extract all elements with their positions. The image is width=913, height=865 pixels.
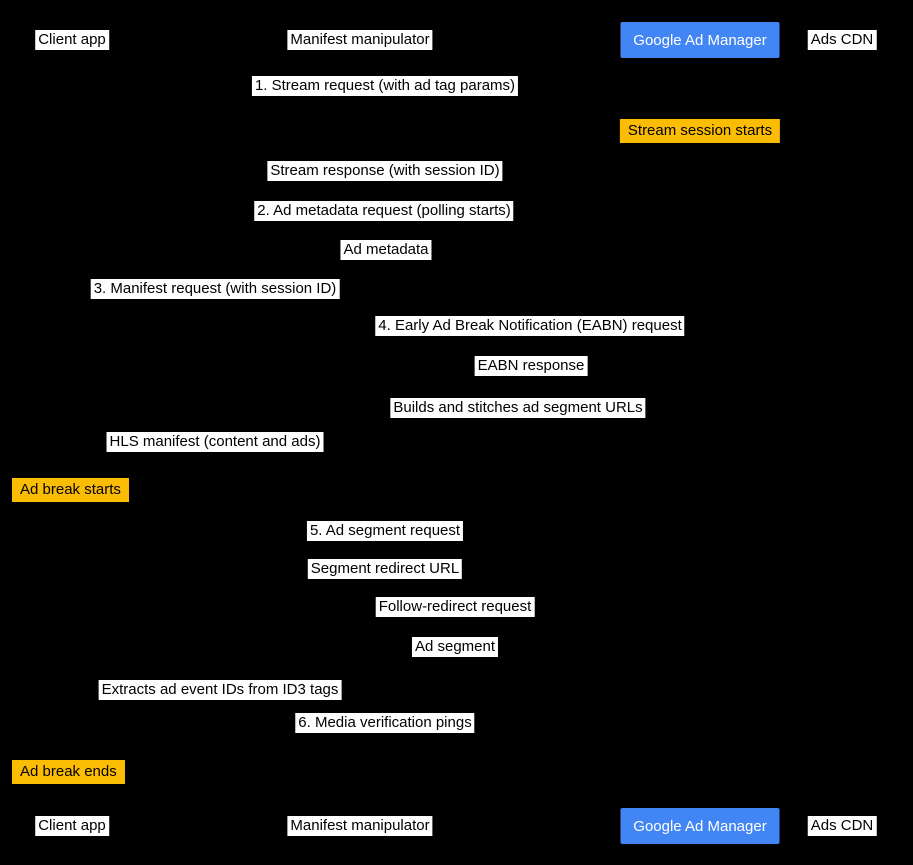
message-ad-segment-request: 5. Ad segment request [306,521,464,541]
participant-top-ads-cdn: Ads CDN [807,30,877,50]
note-ad-break-ends: Ad break ends [12,760,125,784]
participant-bottom-client-app: Client app [35,816,109,836]
participant-bottom-manifest-manipulator: Manifest manipulator [287,816,433,836]
message-stream-response: Stream response (with session ID) [267,161,503,181]
message-eabn-response: EABN response [474,356,588,376]
participant-top-google-ad-manager: Google Ad Manager [620,22,780,58]
message-hls-manifest: HLS manifest (content and ads) [106,432,324,452]
message-ad-metadata-request: 2. Ad metadata request (polling starts) [254,201,514,221]
message-stream-request: 1. Stream request (with ad tag params) [251,76,519,96]
note-ad-break-starts: Ad break starts [12,478,129,502]
action-extracts-ad-event-ids: Extracts ad event IDs from ID3 tags [98,680,342,700]
message-ad-segment: Ad segment [411,637,499,657]
message-segment-redirect-url: Segment redirect URL [307,559,463,579]
note-stream-session-starts: Stream session starts [619,119,781,143]
participant-bottom-google-ad-manager: Google Ad Manager [620,808,780,844]
message-follow-redirect-request: Follow-redirect request [375,597,535,617]
action-builds-and-stitches: Builds and stitches ad segment URLs [390,398,646,418]
participant-bottom-ads-cdn: Ads CDN [807,816,877,836]
message-media-verification-pings: 6. Media verification pings [295,713,475,733]
participant-top-manifest-manipulator: Manifest manipulator [287,30,433,50]
message-manifest-request: 3. Manifest request (with session ID) [90,279,340,299]
message-ad-metadata: Ad metadata [340,240,432,260]
message-eabn-request: 4. Early Ad Break Notification (EABN) re… [375,316,685,336]
participant-top-client-app: Client app [35,30,109,50]
